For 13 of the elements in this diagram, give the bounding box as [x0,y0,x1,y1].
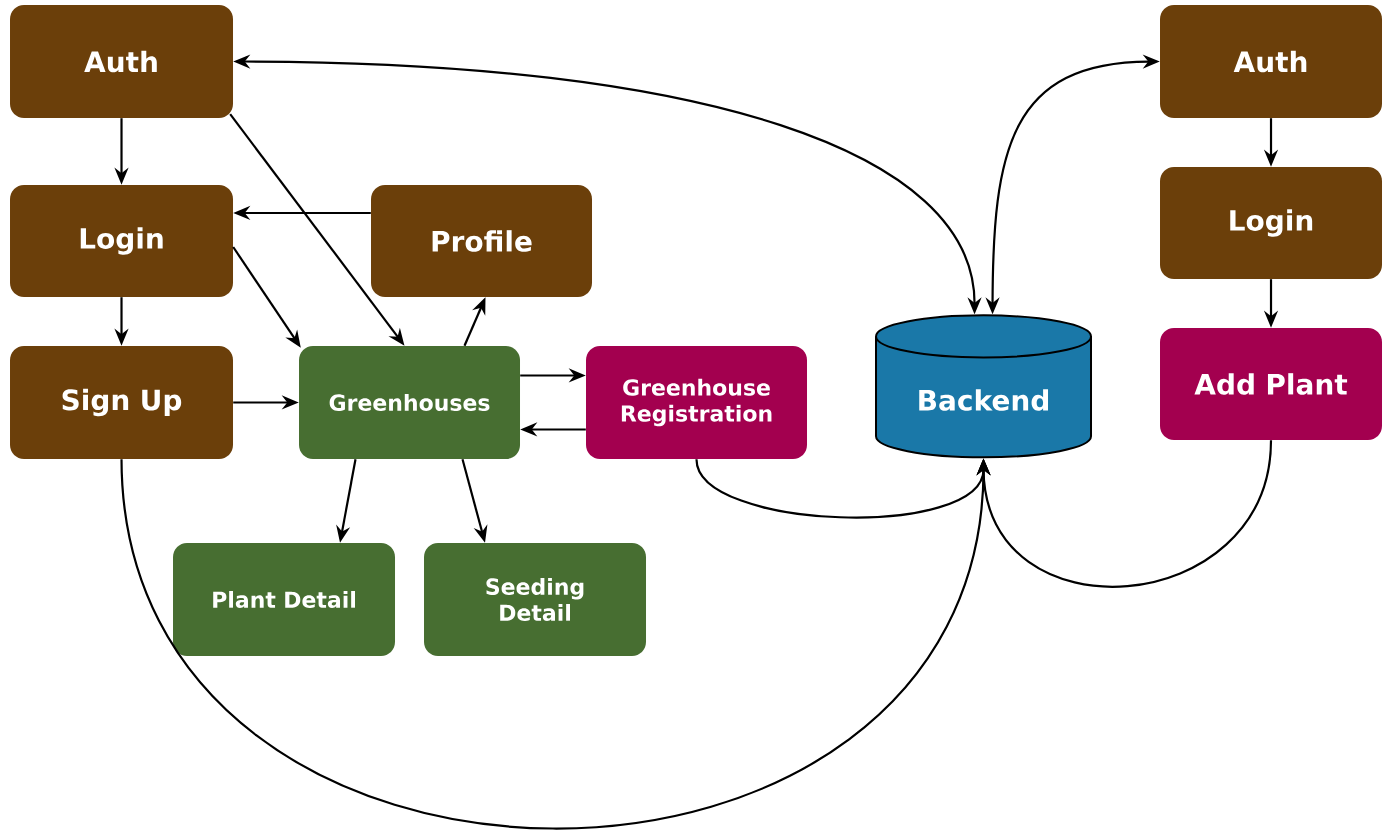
process-box: Plant Detail [173,543,395,656]
process-box: Login [10,185,233,297]
process-box: Auth [1160,5,1382,118]
arrow [976,440,1273,588]
process-box: Greenhouses [299,346,520,459]
process-box: Auth [10,5,233,118]
process-box: Profile [371,185,592,297]
process-box: Greenhouse Registration [586,346,807,459]
process-box: Login [1160,167,1382,279]
process-box: Add Plant [1160,328,1382,440]
process-box: Seeding Detail [424,543,646,656]
process-box: Sign Up [10,346,233,459]
database-cylinder: Backend [875,314,1092,459]
